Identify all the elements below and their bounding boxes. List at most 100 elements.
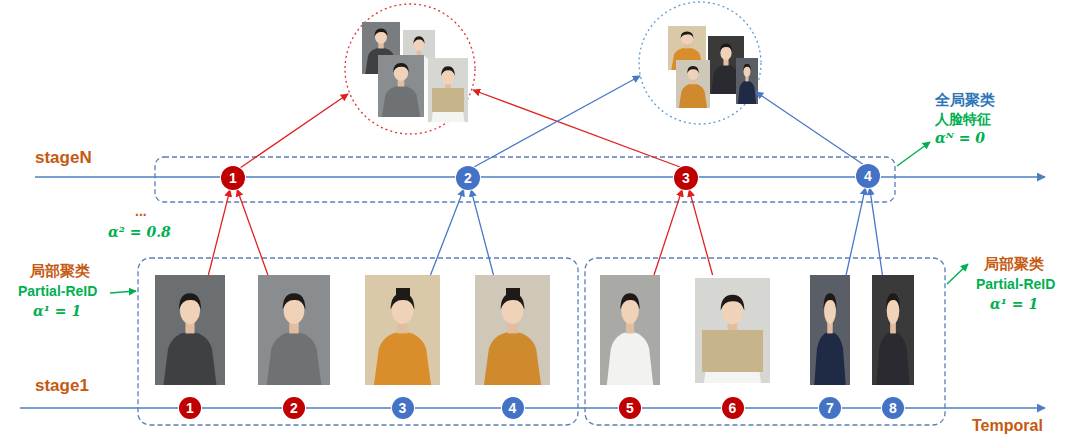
photo [872,275,914,385]
callout-number: 5 [626,401,634,415]
number-badge: 8 [882,397,904,419]
stage-note: Partial-ReID [976,276,1055,293]
number-badge: 3 [392,397,414,419]
thumbnail [378,55,424,117]
result-arrow [756,92,864,165]
stage-box [585,258,945,425]
cluster-arrow [689,190,712,275]
result-arrow [473,90,680,167]
photo-background [155,275,225,385]
thumbnail [736,58,758,104]
cluster-circle: 1 [221,166,245,190]
photo-person [163,293,216,385]
result-arrow [240,76,864,168]
stage-note: 局部聚类 [30,262,90,280]
photo [155,275,225,385]
photo-person [374,293,431,385]
photo-background [810,275,850,385]
photo [475,275,550,385]
callout-number: 4 [509,401,517,415]
timeline [20,177,1045,408]
photo-person [267,293,322,385]
cluster-ellipse [345,4,475,134]
cluster-arrow [431,189,464,275]
callout-number: 1 [186,401,194,415]
callout-number: 7 [826,401,834,415]
stage-name: stage1 [35,376,89,396]
stage-note: 全局聚类 [935,91,995,109]
photo-person [484,293,541,385]
cluster-arrow [208,190,230,275]
cluster-number: 1 [229,171,237,185]
cluster-arrow [471,190,494,275]
weight-label: α¹ = 1 [990,296,1038,313]
photo-background [600,275,660,385]
photo-hat [506,288,520,296]
axis-label: Temporal [972,416,1043,435]
photo [365,275,440,385]
stage-box [155,157,895,202]
person-card: 2 [258,275,330,420]
photo [600,275,660,385]
number-badge: 1 [179,397,201,419]
thumbnail [676,60,710,108]
person-card: 5 [600,275,660,420]
weight-label: α¹ = 1 [33,303,81,320]
photo-person [876,293,909,385]
stage-note: Partial-ReID [18,283,97,300]
photo [810,275,850,385]
cluster-number: 3 [682,171,690,185]
callout-number: 6 [729,401,737,415]
stage-box [138,258,578,425]
number-badge: 6 [722,397,744,419]
thumbnail-person [738,64,756,104]
result-arrow [240,94,348,168]
photo-scroll [702,330,763,372]
cluster-arrow [870,188,883,275]
person-card: 3 [365,275,440,420]
cluster-number: 2 [464,171,472,185]
thumbnail-person [431,66,464,122]
weight-label: αᴺ = 0 [935,130,985,147]
weight-label: α² = 0.8 [108,224,171,241]
thumbnail-scroll [432,88,464,112]
photo-background [258,275,330,385]
number-badge: 5 [619,397,641,419]
photo-background [872,275,914,385]
stage-note: 人脸特征 [935,111,991,128]
person-card: 8 [872,275,914,420]
cluster-arrow [846,188,865,275]
cluster-ellipse [639,2,761,124]
callout-number: 2 [290,401,298,415]
stage-name: stageN [35,148,92,168]
callout-arrow [947,264,968,284]
thumbnail-person [382,63,420,117]
number-badge: 7 [819,397,841,419]
person-card: 7 [810,275,850,420]
photo-person [607,293,653,385]
cluster-circle: 3 [674,166,698,190]
number-badge: 4 [502,397,524,419]
photo [258,275,330,385]
person-card: 6 [695,275,770,420]
number-badge: 2 [283,397,305,419]
cluster-arrow [237,189,268,275]
timeline-axis [35,176,1045,178]
photo-background [695,278,770,383]
cluster-result [345,2,761,134]
cluster-circle: 4 [856,164,880,188]
callout-arrow [110,142,968,293]
cluster-circle: 2 [456,166,480,190]
photo-background [365,275,440,385]
person-card: 4 [475,275,550,420]
callout-number: 8 [889,401,897,415]
callout-arrow [110,291,136,293]
ellipsis: ... [135,203,147,220]
photo-person [814,293,845,385]
photo-hat [396,288,410,296]
thumbnail [428,58,468,122]
stage-note: 局部聚类 [984,255,1044,273]
